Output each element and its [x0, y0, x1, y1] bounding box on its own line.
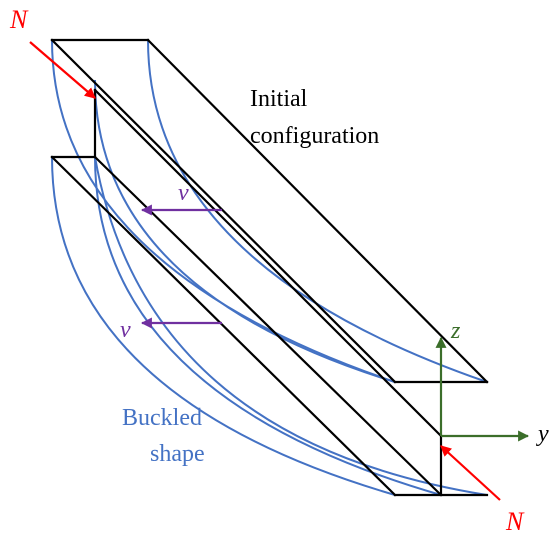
label-axis-y: y [536, 421, 549, 447]
label-initial-line2: configuration [250, 123, 379, 149]
top-flange-back-edge [146, 38, 489, 384]
label-buckled-line2: shape [150, 441, 205, 467]
buckled-curve-top-left [51, 39, 396, 383]
force-arrow-top [29, 41, 96, 99]
buckled-curve-top-right [147, 39, 488, 383]
buckled-curve-web-upper [94, 79, 396, 383]
label-displacement-upper: v [178, 180, 189, 206]
label-buckled-line1: Buckled [122, 405, 202, 431]
label-displacement-lower: v [120, 317, 131, 343]
buckled-shape-curves [51, 39, 488, 496]
coordinate-axes [435, 336, 530, 442]
label-force-top: N [9, 5, 29, 34]
web-top-edge [93, 88, 443, 438]
buckled-curve-bottom-left [51, 156, 396, 496]
bottom-flange-front-edge [50, 155, 397, 497]
web-bottom-edge [93, 155, 443, 497]
compressive-forces [29, 41, 501, 501]
label-force-bottom: N [505, 507, 525, 536]
label-initial-line1: Initial [250, 86, 308, 112]
initial-configuration-edges [50, 38, 489, 497]
buckled-curve-bottom-right [94, 156, 488, 496]
displacement-arrows [140, 204, 222, 329]
label-axis-z: z [450, 318, 461, 344]
top-flange-front-edge [50, 38, 397, 384]
buckled-curve-web-lower [94, 156, 442, 496]
force-arrow-bottom [440, 445, 501, 501]
